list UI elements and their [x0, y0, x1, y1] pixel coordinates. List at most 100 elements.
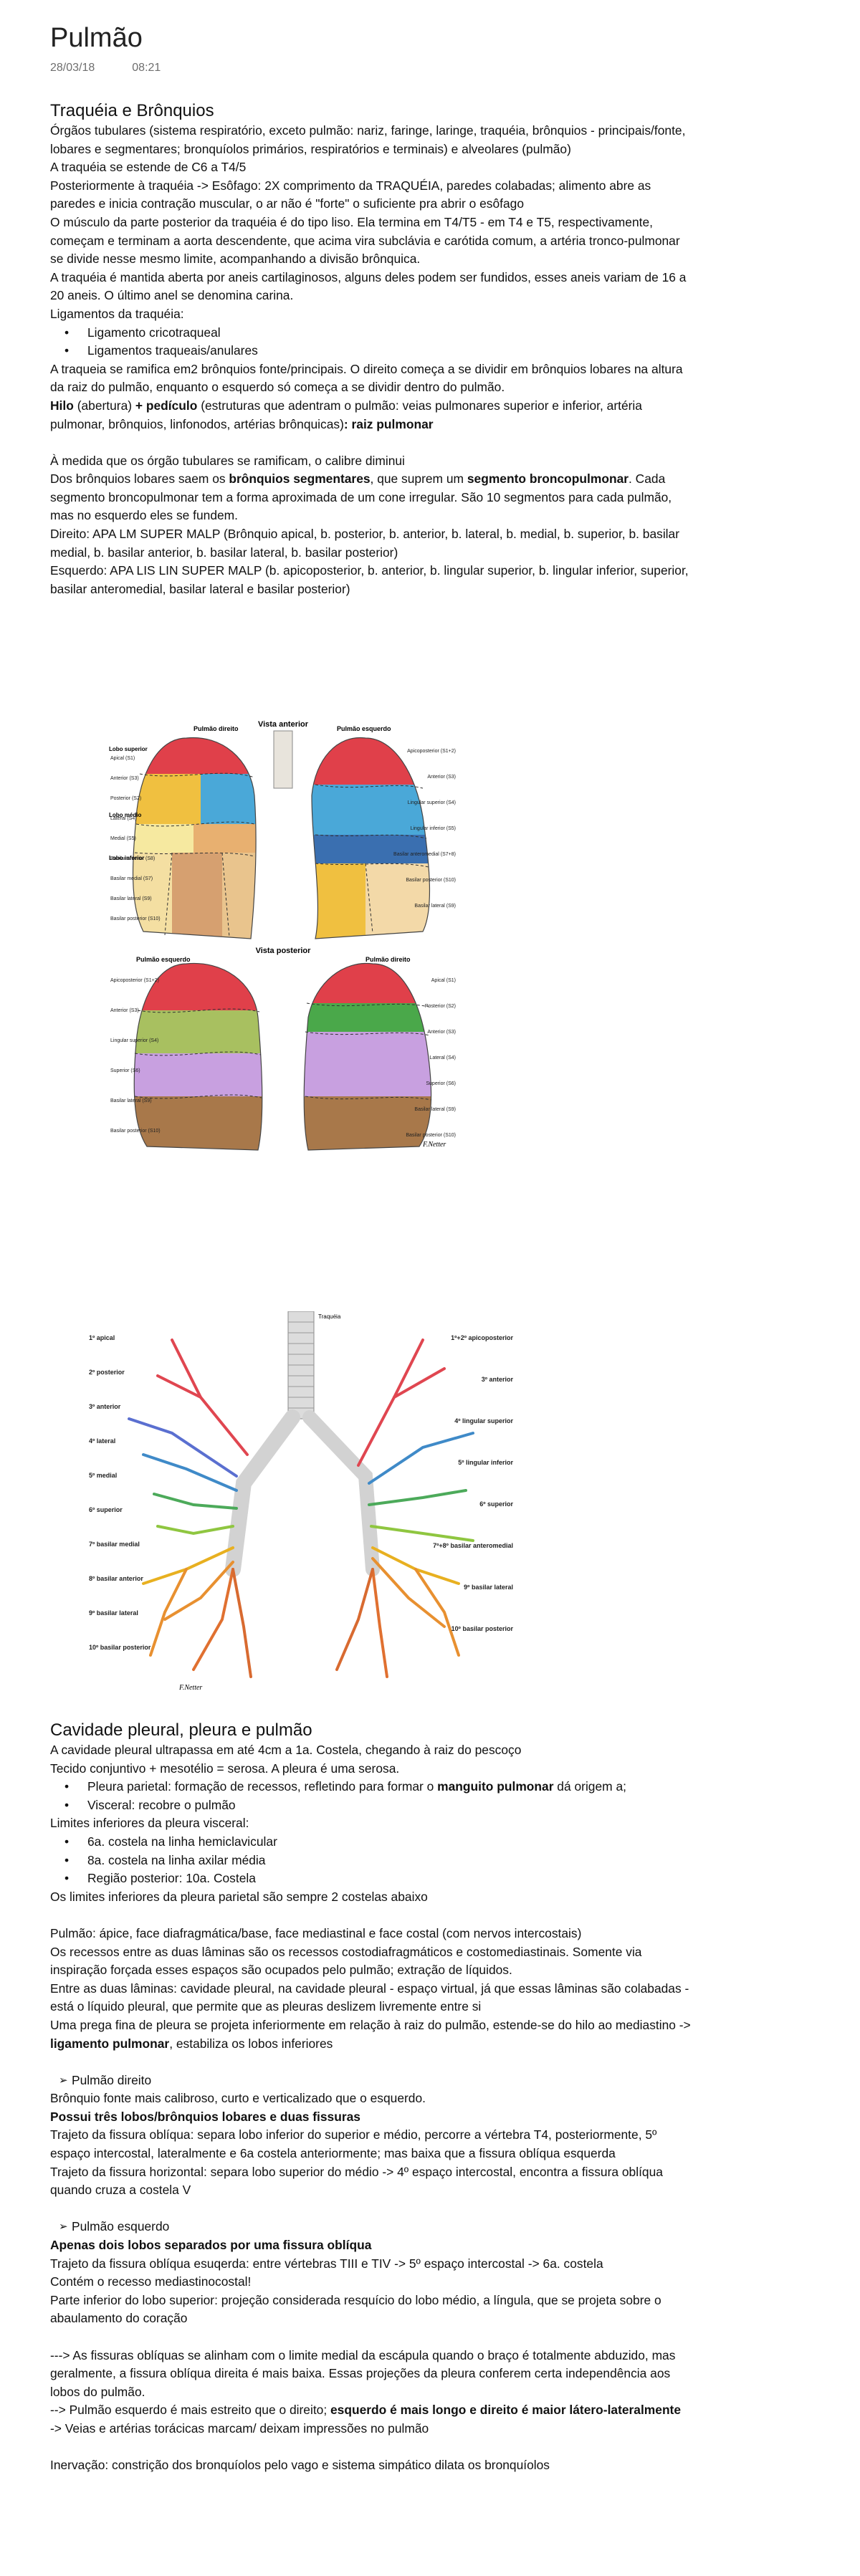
text: Uma prega fina de pleura se projeta infe… [50, 2017, 691, 2032]
limits-list: 6a. costela na linha hemiclavicular 8a. … [50, 1833, 695, 1888]
paragraph: Trajeto da fissura horizontal: separa lo… [50, 2164, 663, 2198]
trachea-label: Traquéia [318, 1313, 341, 1320]
bronchial-tree-figure: Traquéia [89, 1311, 514, 1692]
paragraph: Esquerdo: APA LIS LIN SUPER MALP (b. api… [50, 563, 689, 596]
figure-signature: F.Netter [178, 1684, 202, 1692]
page-title: Pulmão [50, 23, 143, 53]
note-date: 28/03/18 [50, 62, 95, 74]
paragraph: A cavidade pleural ultrapassa em até 4cm… [50, 1743, 522, 1757]
figure-label: Anterior (S3) [110, 1008, 139, 1013]
figure-label: Basilar lateral (S9) [110, 896, 152, 901]
lobe-label: Lobo superior [109, 746, 148, 752]
text: Dos brônquios lobares saem os [50, 471, 229, 487]
pleura-list: Pleura parietal: formação de recessos, r… [50, 1778, 695, 1814]
figure-label: Medial (S5) [110, 836, 136, 841]
figure-label: 1º apical [89, 1334, 115, 1341]
paragraph: --> Pulmão esquerdo é mais estreito que … [50, 2401, 695, 2420]
list-item: Visceral: recobre o pulmão [64, 1796, 695, 1815]
figure-label: Posterior (S2) [110, 796, 141, 801]
figure-label: Basilar anteromedial (S7+8) [393, 852, 456, 857]
figure-label: 4º lingular superior [454, 1417, 513, 1425]
figure-label: Anterior (S3) [427, 1030, 456, 1035]
list-item: Ligamento cricotraqueal [64, 324, 695, 343]
list-item: 8a. costela na linha axilar média [64, 1852, 695, 1870]
figure-label: 1º+2º apicoposterior [451, 1334, 513, 1341]
bold-text: brônquios segmentares [229, 471, 371, 487]
bold-text: manguito pulmonar [437, 1779, 554, 1794]
text: --> Pulmão esquerdo é mais estreito que … [50, 2403, 331, 2418]
figure-label: Lingular inferior (S5) [411, 826, 456, 831]
figure-label: 10º basilar posterior [452, 1625, 514, 1632]
lobe-label: Lobo médio [109, 812, 141, 818]
lung-segments-figure: Vista anterior Pulmão direito Pulmão esq… [109, 720, 456, 1151]
paragraph: Trajeto da fissura oblíqua: separa lobo … [50, 2127, 657, 2161]
figure-label: Basilar medial (S7) [110, 876, 153, 881]
figure-label: 8º basilar anterior [89, 1575, 143, 1582]
figure-label: Basilar posterior (S10) [406, 878, 456, 883]
paragraph: Pulmão: ápice, face diafragmática/base, … [50, 1925, 582, 1940]
paragraph: Contém o recesso mediastinocostal! [50, 2274, 252, 2289]
paragraph: Inervação: constrição dos bronquíolos pe… [50, 2458, 550, 2473]
figure-label: Basilar lateral (S9) [110, 1098, 152, 1103]
figure-label: 3º anterior [89, 1403, 121, 1410]
figure-label: Lingular superior (S4) [110, 1038, 158, 1043]
paragraph: Entre as duas lâminas: cavidade pleural,… [50, 1981, 689, 2014]
figure-label: 7º+8º basilar anteromedial [433, 1542, 513, 1549]
text: dá origem a; [553, 1779, 626, 1794]
figure-label: Basilar anterior (S8) [110, 856, 155, 861]
figure-label: Basilar lateral (S9) [414, 904, 456, 909]
text: , estabiliza os lobos inferiores [169, 2036, 333, 2051]
bold-text: esquerdo é mais longo e direito é maior … [330, 2403, 682, 2418]
paragraph: Órgãos tubulares (sistema respiratório, … [50, 123, 686, 156]
figure-label: Anterior (S3) [427, 775, 456, 780]
list-item: Região posterior: 10a. Costela [64, 1869, 695, 1888]
paragraph: Limites inferiores da pleura visceral: [50, 1816, 249, 1831]
figure-label: 6º superior [89, 1506, 123, 1513]
right-lung-posterior-label: Pulmão direito [366, 956, 411, 963]
paragraph-hilo: Hilo (abertura) + pedículo (estruturas q… [50, 397, 695, 434]
left-lung-label: Pulmão esquerdo [337, 725, 391, 732]
figure-label: Basilar lateral (S9) [414, 1107, 456, 1112]
figure-label: Anterior (S3) [110, 776, 139, 781]
paragraph: Possui três lobos/brônquios lobares e du… [50, 2108, 695, 2127]
subheading-pulmao-esquerdo: ➢Pulmão esquerdo [50, 2218, 695, 2236]
figure-label: Lateral (S4) [429, 1055, 456, 1060]
figure-label: Lateral (S4) [110, 816, 137, 821]
paragraph: A traquéia é mantida aberta por aneis ca… [50, 269, 687, 303]
bold-text: segmento broncopulmonar [467, 471, 629, 487]
section-heading: Traquéia e Brônquios [50, 101, 214, 120]
figure-label: 7º basilar medial [89, 1541, 140, 1548]
note-content: Pulmão 28/03/18 08:21 Traquéia e Brônquio… [50, 0, 695, 2472]
paragraph: O músculo da parte posterior da traquéia… [50, 214, 680, 267]
figure-label: Apicoposterior (S1+2) [407, 749, 456, 754]
ligament-list: Ligamento cricotraqueal Ligamentos traqu… [50, 324, 695, 360]
text: Pulmão direito [72, 2072, 152, 2087]
text: (abertura) [73, 398, 135, 413]
paragraph: A traquéia se estende de C6 a T4/5 [50, 160, 247, 175]
left-lung-posterior-label: Pulmão esquerdo [136, 956, 191, 963]
list-item: 6a. costela na linha hemiclavicular [64, 1833, 695, 1852]
view-anterior-label: Vista anterior [258, 720, 309, 729]
figure-label: 9º basilar lateral [464, 1584, 513, 1591]
paragraph: Trajeto da fissura oblíqua esuqerda: ent… [50, 2256, 603, 2271]
right-lung-label: Pulmão direito [194, 725, 239, 732]
list-item: Pleura parietal: formação de recessos, r… [64, 1778, 695, 1796]
paragraph: Os recessos entre as duas lâminas são os… [50, 1944, 642, 1978]
lobe-label: Lobo inferior [109, 855, 144, 861]
figure-label: Posterior (S2) [425, 1004, 456, 1009]
bold-text: ligamento pulmonar [50, 2036, 170, 2051]
figure-signature: F.Netter [422, 1141, 446, 1149]
paragraph: Posteriormente à traquéia -> Esôfago: 2X… [50, 178, 651, 211]
paragraph: À medida que os órgão tubulares se ramif… [50, 453, 405, 468]
list-item: Ligamentos traqueais/anulares [64, 342, 695, 360]
section-heading: Cavidade pleural, pleura e pulmão [50, 1720, 312, 1740]
paragraph: -> Veias e artérias torácicas marcam/ de… [50, 2421, 429, 2436]
figure-label: 9º basilar lateral [89, 1609, 138, 1617]
paragraph-segmentos: Dos brônquios lobares saem os brônquios … [50, 470, 695, 525]
note-time: 08:21 [132, 62, 161, 74]
paragraph: ---> As fissuras oblíquas se alinham com… [50, 2347, 676, 2399]
paragraph: A traqueia se ramifica em2 brônquios fon… [50, 361, 683, 395]
figure-label: Superior (S6) [426, 1081, 456, 1086]
paragraph: Apenas dois lobos separados por uma fiss… [50, 2236, 695, 2255]
